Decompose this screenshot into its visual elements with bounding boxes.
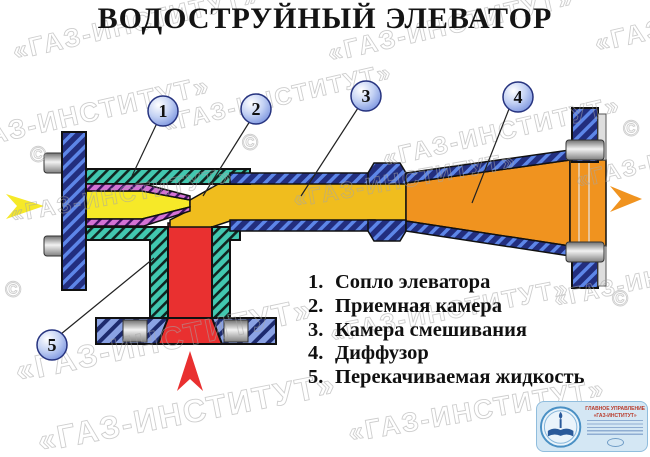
callout-badge-2: 2 — [240, 93, 272, 125]
flange-plate — [61, 131, 87, 291]
callout-badge-5: 5 — [36, 329, 68, 361]
suction-inlet-fluid — [156, 317, 224, 345]
callout-number: 1 — [159, 101, 168, 121]
leader-line-4 — [471, 108, 510, 204]
legend-item-label: Сопло элеватора — [335, 271, 491, 293]
callout-badge-3: 3 — [350, 80, 382, 112]
leader-line-3 — [300, 107, 359, 197]
legend-item-number: 3. — [308, 318, 324, 341]
legend-item: 3. Камера смешивания — [308, 319, 650, 343]
callout-number: 5 — [48, 335, 57, 355]
emblem-inner-ring — [543, 409, 578, 444]
page-title: ВОДОСТРУЙНЫЙ ЭЛЕВАТОР — [97, 2, 553, 35]
casing-left-wall — [85, 226, 169, 321]
legend-item: 1. Сопло элеватора — [308, 271, 650, 295]
logo-stamp — [606, 438, 624, 447]
logo-org-name-line1: ГЛАВНОЕ УПРАВЛЕНИЕ — [585, 406, 645, 412]
legend-item-number: 5. — [308, 366, 324, 389]
leader-lines — [60, 107, 510, 335]
leader-line-1 — [131, 122, 158, 177]
bottom-flange — [95, 317, 277, 345]
logo-badge: ГЛАВНОЕ УПРАВЛЕНИЕ «ГАЗ-ИНСТИТУТ» — [536, 401, 648, 452]
legend-item: 2. Приемная камера — [308, 295, 650, 319]
bolt — [565, 241, 605, 263]
bolt — [223, 319, 249, 343]
right-flange — [565, 107, 607, 289]
callout-badges: 1 2 3 4 5 — [36, 80, 534, 361]
copyright-mark: © — [5, 277, 23, 302]
pipe-bottom-wall — [229, 219, 376, 232]
leader-line-2 — [202, 120, 251, 197]
legend-item-number: 1. — [308, 271, 324, 293]
outlet-channel-fluid — [569, 159, 607, 247]
callout-badge-4: 4 — [502, 81, 534, 113]
candle-icon — [559, 418, 562, 428]
callout-circle — [147, 95, 179, 127]
legend-item-label: Камера смешивания — [335, 318, 527, 341]
callout-number: 4 — [514, 87, 523, 107]
coupling-bottom — [367, 219, 407, 242]
legend-item: 5. Перекачиваемая жидкость — [308, 366, 650, 390]
copyright-mark: © — [612, 286, 630, 311]
leader-line-5 — [60, 257, 155, 335]
copyright-mark: © — [623, 116, 641, 141]
legend-item-label: Перекачиваемая жидкость — [335, 366, 585, 389]
copyright-mark: © — [30, 142, 48, 167]
callout-circle — [240, 93, 272, 125]
suction-flow-arrow-icon — [177, 351, 203, 391]
logo-emblem — [539, 405, 582, 448]
legend-item: 4. Диффузор — [308, 342, 650, 366]
suction-channel-fluid — [167, 222, 213, 321]
logo-fine-print — [587, 420, 644, 437]
callout-number: 3 — [362, 86, 371, 106]
logo-org-name-line2: «ГАЗ-ИНСТИТУТ» — [593, 413, 637, 419]
legend-item-number: 2. — [308, 294, 324, 317]
outlet-flow-arrow-icon — [610, 186, 642, 212]
legend-item-label: Приемная камера — [335, 294, 502, 317]
callout-circle — [502, 81, 534, 113]
callout-circle — [36, 329, 68, 361]
flame-icon — [558, 411, 563, 419]
callout-number: 2 — [252, 99, 261, 119]
inlet-flow-arrow-icon — [6, 194, 44, 219]
callout-circle — [350, 80, 382, 112]
callout-badge-1: 1 — [147, 95, 179, 127]
left-flange — [43, 131, 87, 291]
legend-item-label: Диффузор — [335, 342, 429, 365]
pipe-coupling — [367, 162, 407, 242]
legend-item-number: 4. — [308, 342, 324, 365]
book-icon — [547, 428, 574, 436]
logo-text: ГЛАВНОЕ УПРАВЛЕНИЕ «ГАЗ-ИНСТИТУТ» — [585, 406, 645, 447]
copyright-mark: © — [242, 130, 260, 155]
legend: 1. Сопло элеватора 2. Приемная камера 3.… — [308, 271, 650, 390]
bolt — [122, 319, 148, 343]
bolt — [565, 139, 605, 161]
